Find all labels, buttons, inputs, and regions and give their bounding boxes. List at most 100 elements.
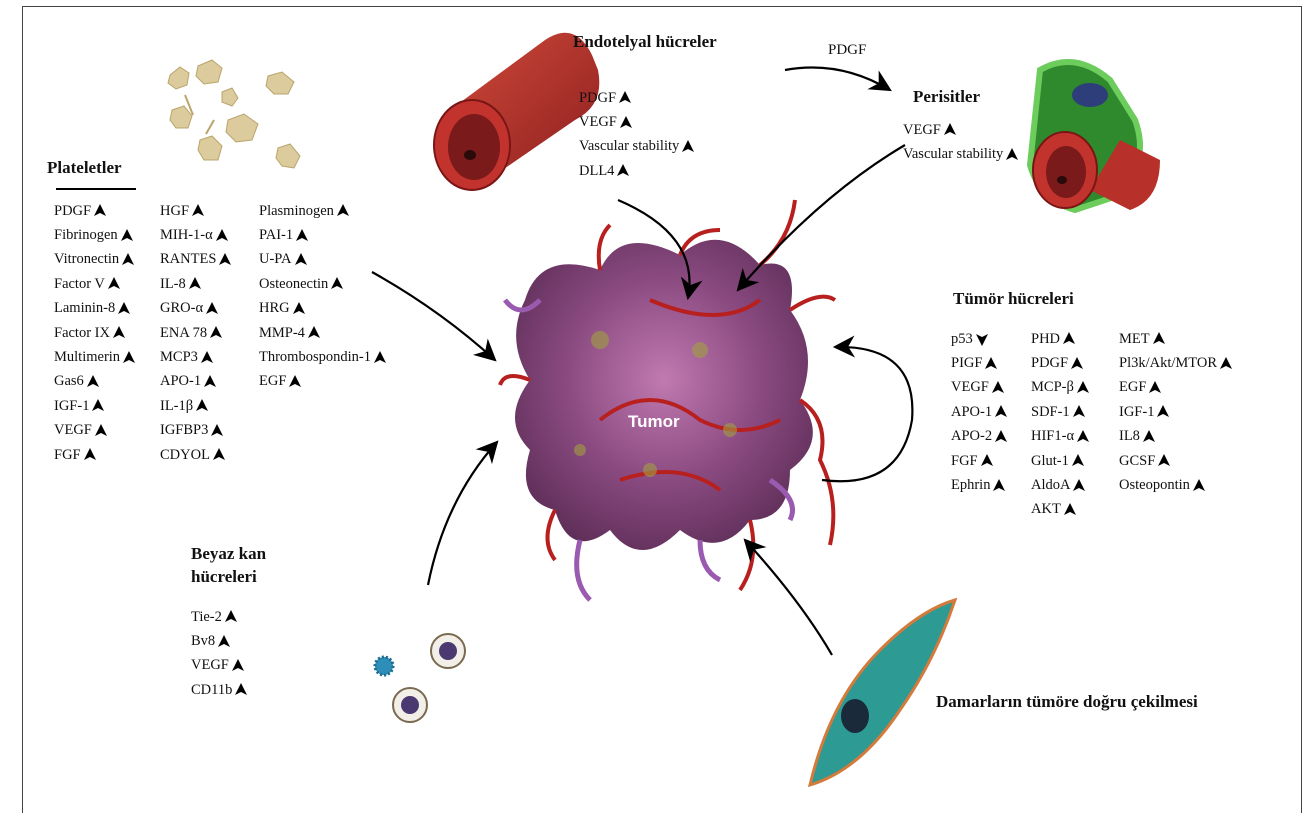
marker-row: IGF-1: [54, 394, 135, 418]
arrow-up-icon: [374, 351, 386, 365]
arrow-up-icon: [210, 326, 222, 340]
arrow-up-icon: [617, 164, 629, 178]
marker-label: VEGF: [951, 379, 989, 396]
arrow-up-icon: [219, 253, 231, 267]
marker-label: HRG: [259, 300, 290, 317]
arrow-up-icon: [1143, 430, 1155, 444]
arrow-up-icon: [123, 351, 135, 365]
marker-row: PHD: [1031, 327, 1089, 351]
marker-row: Vascular stability: [579, 135, 694, 159]
marker-label: MCP-β: [1031, 379, 1074, 396]
pericytes-list: VEGFVascular stability: [903, 118, 1018, 167]
marker-label: Fibrinogen: [54, 227, 118, 244]
marker-row: p53: [951, 327, 1007, 351]
marker-row: CD11b: [191, 678, 247, 702]
marker-row: VEGF: [951, 376, 1007, 400]
vessel-tube-illustration: [434, 33, 599, 190]
marker-row: CDYOL: [160, 443, 231, 467]
marker-row: PDGF: [54, 199, 135, 223]
marker-row: FGF: [54, 443, 135, 467]
marker-row: Osteopontin: [1119, 473, 1232, 497]
marker-label: Plasminogen: [259, 203, 334, 220]
endothelial-list: PDGFVEGFVascular stabilityDLL4: [579, 86, 694, 184]
wbc-title-line1: Beyaz kan: [191, 544, 266, 564]
arrow-up-icon: [331, 277, 343, 291]
arrow-up-icon: [213, 448, 225, 462]
marker-label: IL-1β: [160, 398, 193, 415]
marker-row: IGF-1: [1119, 400, 1232, 424]
marker-row: U-PA: [259, 248, 386, 272]
arrow-up-icon: [620, 116, 632, 130]
marker-row: AldoA: [1031, 473, 1089, 497]
marker-label: HIF1-α: [1031, 428, 1074, 445]
marker-row: VEGF: [903, 118, 1018, 142]
arrow-up-icon: [296, 229, 308, 243]
marker-label: EGF: [1119, 379, 1146, 396]
marker-row: HRG: [259, 297, 386, 321]
vessel-recruitment-illustration: [810, 600, 955, 785]
arrow-up-icon: [308, 326, 320, 340]
arrow-up-icon: [118, 302, 130, 316]
marker-label: Vitronectin: [54, 251, 119, 268]
arrow-up-icon: [201, 351, 213, 365]
arrow-up-icon: [122, 253, 134, 267]
marker-row: Osteonectin: [259, 272, 386, 296]
marker-row: DLL4: [579, 159, 694, 183]
arrow-up-icon: [993, 479, 1005, 493]
arrow-up-icon: [1157, 405, 1169, 419]
marker-label: IL-8: [160, 276, 186, 293]
marker-row: IL8: [1119, 425, 1232, 449]
arrow-up-icon: [1072, 454, 1084, 468]
marker-label: SDF-1: [1031, 404, 1070, 421]
marker-row: PDGF: [579, 86, 694, 110]
arrow-up-icon: [295, 253, 307, 267]
marker-label: PAI-1: [259, 227, 293, 244]
marker-label: APO-2: [951, 428, 992, 445]
marker-row: Laminin-8: [54, 297, 135, 321]
tumor-cells-title: Tümör hücreleri: [953, 289, 1074, 309]
marker-row: Bv8: [191, 629, 247, 653]
marker-row: MET: [1119, 327, 1232, 351]
marker-label: RANTES: [160, 251, 216, 268]
arrow-up-icon: [1149, 381, 1161, 395]
arrow-up-icon: [87, 375, 99, 389]
arrow-up-icon: [1220, 357, 1232, 371]
marker-row: Ephrin: [951, 473, 1007, 497]
marker-row: Glut-1: [1031, 449, 1089, 473]
marker-label: AKT: [1031, 501, 1061, 518]
marker-row: Tie-2: [191, 605, 247, 629]
marker-row: Gas6: [54, 370, 135, 394]
marker-label: FGF: [951, 453, 978, 470]
marker-row: IL-8: [160, 272, 231, 296]
marker-row: GCSF: [1119, 449, 1232, 473]
arrow-up-icon: [289, 375, 301, 389]
marker-label: EGF: [259, 373, 286, 390]
marker-label: APO-1: [951, 404, 992, 421]
marker-row: FGF: [951, 449, 1007, 473]
platelets-column-3: PlasminogenPAI-1U-PAOsteonectinHRGMMP-4T…: [259, 199, 386, 394]
arrow-up-icon: [992, 381, 1004, 395]
arrow-up-icon: [1153, 332, 1165, 346]
marker-label: Bv8: [191, 633, 215, 650]
marker-label: VEGF: [54, 422, 92, 439]
marker-label: ENA 78: [160, 325, 207, 342]
arrow-up-icon: [84, 448, 96, 462]
arrow-up-icon: [682, 140, 694, 154]
tumor-cells-column-1: p53PIGFVEGFAPO-1APO-2FGFEphrin: [951, 327, 1007, 498]
marker-label: MMP-4: [259, 325, 305, 342]
marker-label: MET: [1119, 331, 1150, 348]
wbc-title-line2: hücreleri: [191, 567, 257, 587]
marker-label: FGF: [54, 447, 81, 464]
arrow-up-icon: [92, 399, 104, 413]
marker-row: HGF: [160, 199, 231, 223]
arrow-up-icon: [995, 405, 1007, 419]
tumor-illustration: [500, 200, 835, 600]
arrow-up-icon: [189, 277, 201, 291]
endothelial-title: Endotelyal hücreler: [573, 32, 717, 52]
marker-row: Vascular stability: [903, 142, 1018, 166]
marker-row: Fibrinogen: [54, 223, 135, 247]
marker-row: RANTES: [160, 248, 231, 272]
arrow-up-icon: [232, 659, 244, 673]
marker-row: MCP-β: [1031, 376, 1089, 400]
